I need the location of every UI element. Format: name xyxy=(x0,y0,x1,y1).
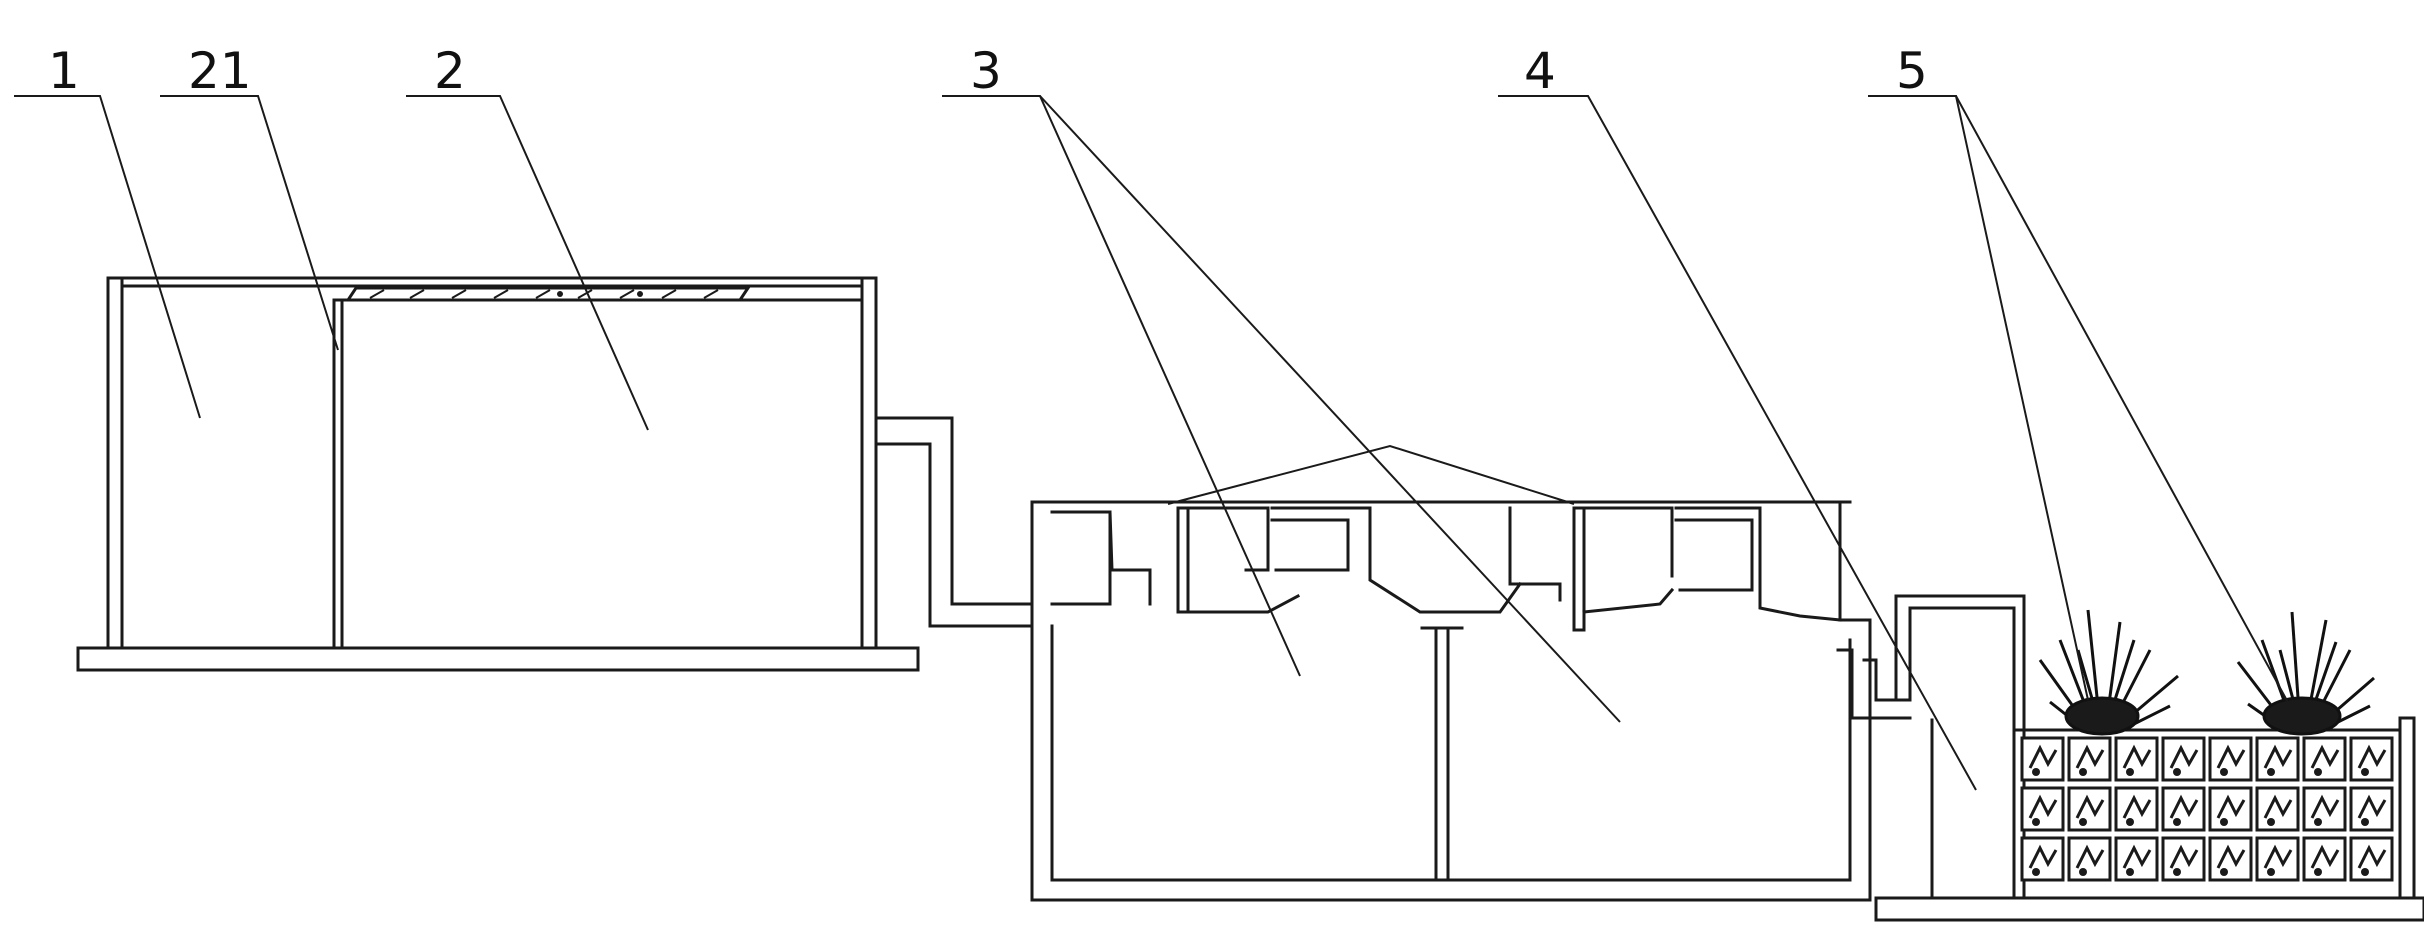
reactor-center-partition xyxy=(1434,626,1450,882)
wetland-bed-5 xyxy=(1874,609,2424,922)
label-unit-3: 3 xyxy=(970,42,1002,100)
label-tank-2: 2 xyxy=(434,42,466,100)
tank-base-slab xyxy=(76,646,920,672)
label-tank-1: 1 xyxy=(48,42,80,100)
leader-lines xyxy=(14,95,2291,791)
label-unit-5: 5 xyxy=(1896,42,1928,100)
wetland-right-wall xyxy=(2398,716,2416,900)
reactor-inner-shell xyxy=(1050,624,1852,882)
roof-gas-line xyxy=(1167,444,1575,505)
reactor-outer-shell xyxy=(1030,500,1872,902)
tank-right-wall xyxy=(860,276,878,650)
baffled-reactor-3 xyxy=(1030,444,1872,902)
left-upper-modules xyxy=(1050,506,1523,614)
label-unit-4: 4 xyxy=(1524,42,1556,100)
hatched-cover xyxy=(345,286,751,302)
tank-left-wall xyxy=(106,276,124,650)
connecting-pipe-1 xyxy=(874,416,1034,628)
label-partition-21: 21 xyxy=(188,42,252,100)
partition-wall-21 xyxy=(332,298,344,650)
septic-tank-assembly xyxy=(76,276,920,672)
filter-media-grid xyxy=(2020,736,2394,882)
settling-well-4 xyxy=(1894,594,2026,900)
connecting-pipe-2 xyxy=(1836,648,1912,720)
plant-right xyxy=(2236,611,2375,736)
plant-left xyxy=(2038,609,2179,736)
wetland-base-slab xyxy=(1874,896,2424,922)
right-upper-modules xyxy=(1508,506,1842,632)
